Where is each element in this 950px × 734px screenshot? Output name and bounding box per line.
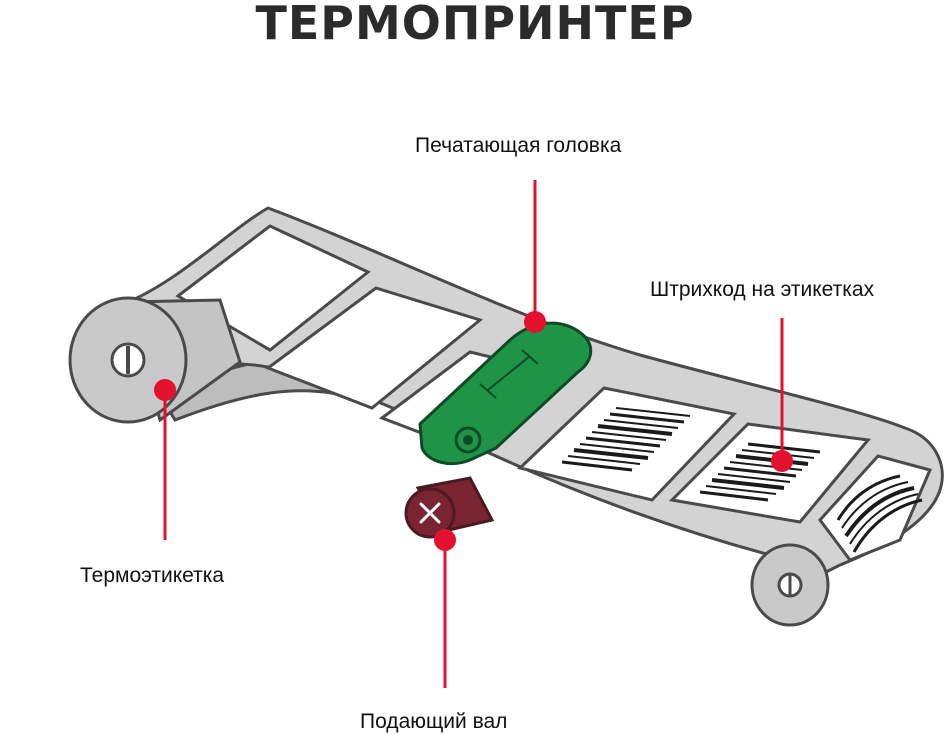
label-thermal-label: Термоэтикетка xyxy=(80,564,225,587)
callout-dot-feed-roller xyxy=(434,529,456,551)
feed-roller xyxy=(404,476,495,539)
callout-dot-thermal-label xyxy=(154,379,176,401)
callout-dots xyxy=(154,311,793,551)
label-feed-roller: Подающий вал xyxy=(360,710,508,733)
print-head-marker-icon xyxy=(479,349,539,399)
label-barcode: Штрихкод на этикетках xyxy=(650,278,875,301)
label-print-head: Печатающая головка xyxy=(415,134,622,157)
page-title: ТЕРМОПРИНТЕР xyxy=(255,0,695,50)
callout-dot-barcode xyxy=(771,450,793,472)
feed-roller-cross-icon xyxy=(419,502,441,524)
barcode-icon xyxy=(836,474,923,553)
blank-label-2 xyxy=(264,286,484,410)
callout-lines xyxy=(163,180,784,688)
barcode-label-1 xyxy=(516,386,737,502)
take-up-roll xyxy=(750,543,830,627)
callout-dot-print-head xyxy=(524,311,546,333)
barcode-icon xyxy=(561,407,691,472)
